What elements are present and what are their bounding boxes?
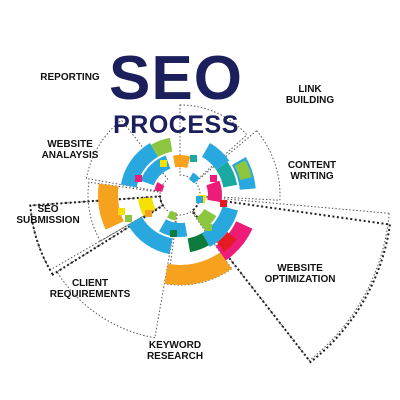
seg-inner-pink [206, 180, 223, 203]
step-label-website-analysis: WEBSITE ANALAYSIS [41, 139, 99, 161]
outline-content-writing [194, 130, 281, 201]
accent-square-7 [145, 210, 152, 217]
seg-core-blue [189, 172, 200, 184]
step-label-link-building: LINK BUILDING [285, 84, 335, 106]
seg-inner-blue-bottom [159, 219, 188, 237]
page-title: SEO [109, 44, 243, 113]
outline-accent-right [190, 196, 392, 364]
seg-mid-darkgreen [187, 233, 209, 253]
accent-square-9 [135, 175, 142, 182]
seg-mid-green-top [151, 137, 173, 157]
outline-website-analysis [87, 181, 164, 242]
step-label-client-requirements: CLIENT REQUIREMENTS [49, 278, 131, 300]
seg-core-green [167, 210, 177, 221]
accent-square-8 [220, 200, 227, 207]
accent-square-1 [118, 208, 125, 215]
step-label-website-optimization: WEBSITE OPTIMIZATION [264, 263, 336, 285]
accent-square-4 [210, 175, 217, 182]
step-label-keyword-research: KEYWORD RESEARCH [146, 340, 204, 362]
step-label-content-writing: CONTENT WRITING [287, 160, 337, 182]
seg-mid-blue-left [128, 217, 173, 255]
outline-accent-left [29, 195, 165, 276]
seg-outer-orange-left [98, 183, 124, 230]
outline-website-optimization [191, 196, 390, 362]
accent-square-2 [125, 215, 132, 222]
seg-inner-green [196, 209, 217, 230]
color-rings [98, 137, 256, 285]
page-subtitle: PROCESS [113, 111, 239, 139]
accent-square-6 [205, 224, 212, 231]
seg-mid-teal [216, 161, 238, 188]
dotted-sector-outlines [29, 104, 392, 364]
seg-mid-blue-topright [202, 143, 230, 170]
seg-mid-blue-bottomright [202, 206, 238, 247]
seg-outer-green [234, 160, 252, 181]
seg-core-pink [154, 182, 165, 192]
accent-square-3 [196, 196, 203, 203]
accent-square-10 [170, 230, 177, 237]
seg-outer-red [216, 231, 237, 252]
step-label-reporting: REPORTING [40, 72, 100, 83]
seg-inner-orange [173, 155, 191, 168]
accent-square-5 [160, 160, 167, 167]
accent-square-11 [190, 155, 197, 162]
step-label-seo-submission: SEO SUBMISSION [16, 204, 80, 226]
seg-outer-orange-bottom [164, 252, 232, 285]
outline-link-building [179, 104, 248, 183]
seg-mid-blue-top [120, 143, 158, 188]
